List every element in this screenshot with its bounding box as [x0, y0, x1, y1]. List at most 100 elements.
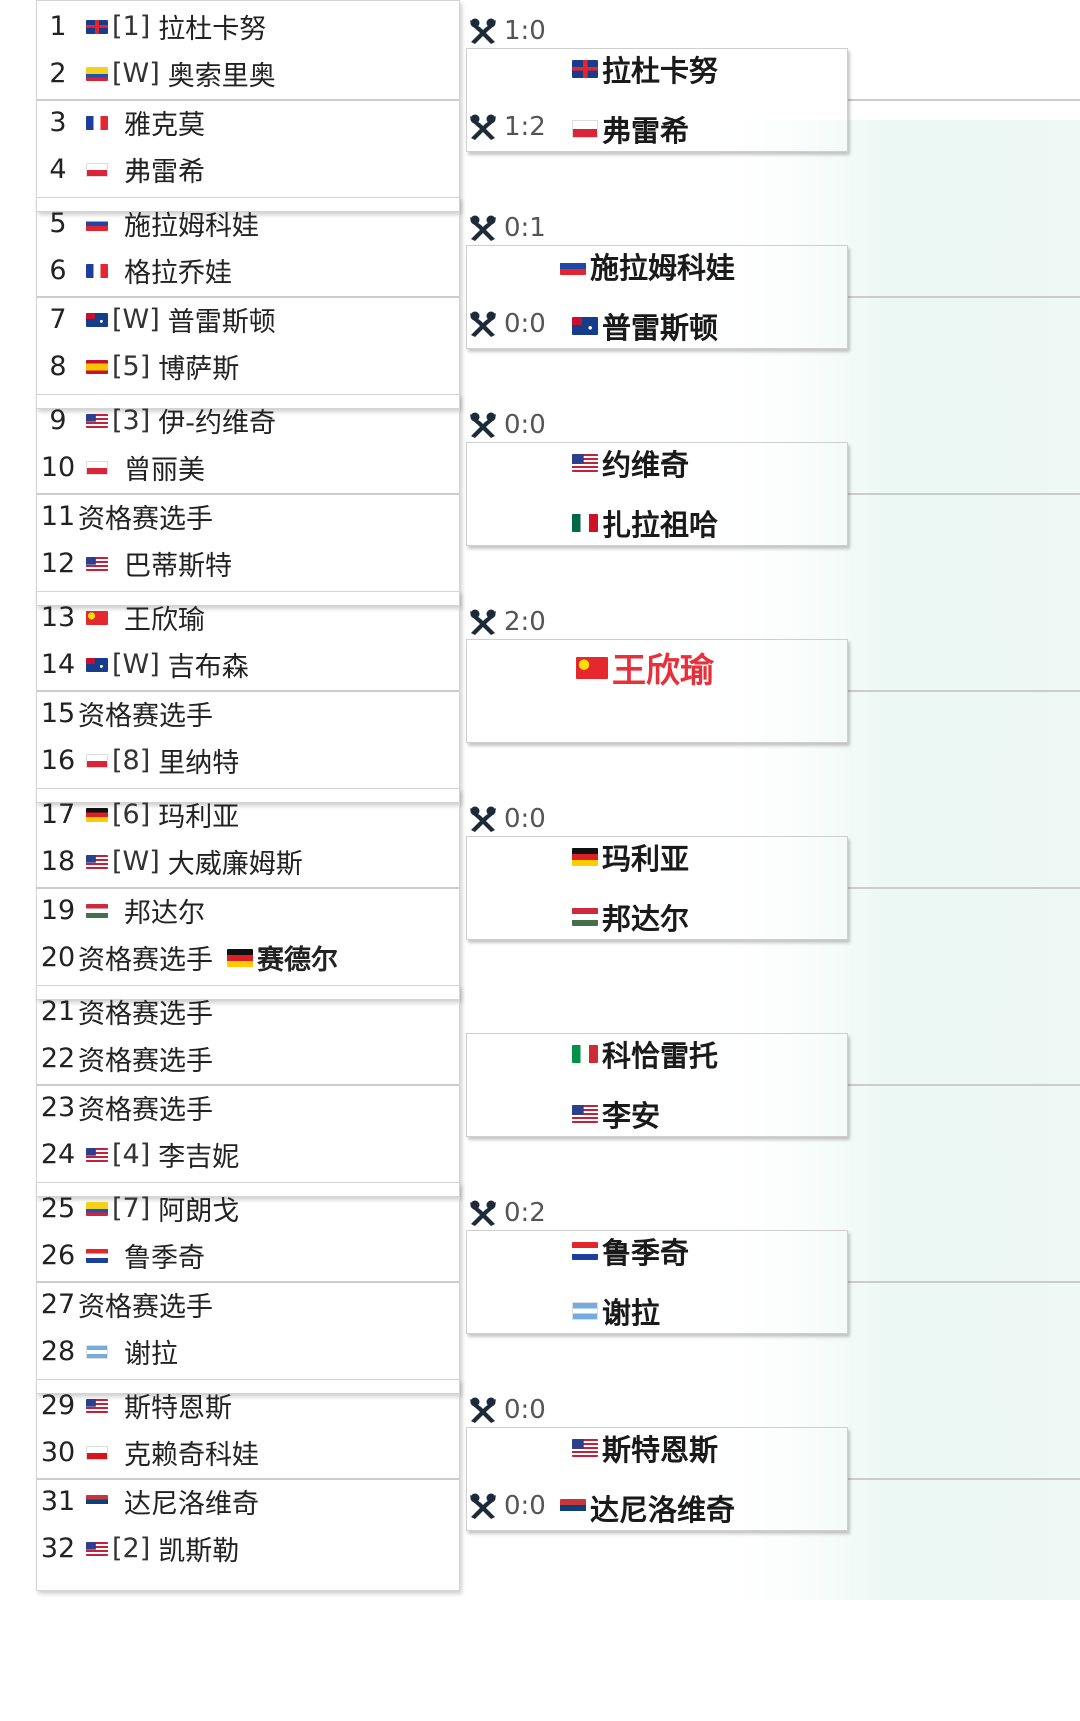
draw-position-number: 24 — [40, 1139, 76, 1170]
score-value: 1:0 — [504, 16, 546, 46]
round2-match-box — [466, 639, 848, 743]
usa-flag-icon — [572, 1439, 598, 1457]
match-score: 0:1 — [468, 213, 546, 243]
player-name: 达尼洛维奇 — [124, 1489, 259, 1520]
round2-player-name: 王欣瑜 — [612, 651, 714, 691]
player-name: 格拉乔娃 — [124, 258, 232, 289]
draw-position-number: 22 — [40, 1043, 76, 1074]
seed-label: [W] — [112, 846, 160, 877]
seed-label: [1] — [112, 11, 151, 42]
colombia-flag-icon — [86, 66, 108, 81]
germany-flag-icon — [227, 948, 253, 967]
player-name: 谢拉 — [124, 1339, 178, 1370]
player-name: 里纳特 — [158, 748, 240, 779]
argentina-flag-icon — [86, 1344, 108, 1359]
seed-label: [7] — [112, 1193, 151, 1224]
colombia-flag-icon — [86, 1201, 108, 1216]
germany-flag-icon — [86, 807, 108, 822]
player-row: 24[4]李吉妮 — [36, 1128, 460, 1181]
player-row: 13 王欣瑜 — [36, 591, 460, 644]
player-row: 14 [W]吉布森 — [36, 638, 460, 691]
round2-player: 施拉姆科娃 — [560, 245, 735, 287]
france-flag-icon — [86, 263, 108, 278]
poland-flag-icon — [86, 460, 108, 475]
draw-position-number: 14 — [40, 649, 76, 680]
hungary-flag-icon — [572, 908, 598, 926]
draw-position-number: 7 — [49, 304, 67, 335]
crossed-rackets-icon — [470, 1493, 496, 1519]
mexico-flag-icon — [572, 514, 598, 532]
draw-position-number: 11 — [40, 501, 76, 532]
crossed-rackets-icon — [470, 609, 496, 635]
player-name: 资格赛选手 — [78, 1095, 213, 1126]
slovakia-flag-icon — [86, 216, 108, 231]
hungary-flag-icon — [86, 903, 108, 918]
usa-flag-icon — [572, 454, 598, 472]
draw-position-number: 9 — [49, 405, 67, 436]
draw-section — [36, 394, 460, 606]
match-score: 2:0 — [468, 607, 546, 637]
serbia-flag-icon — [86, 1494, 108, 1509]
round2-player-name: 李安 — [602, 1099, 661, 1133]
draw-position-number: 23 — [40, 1092, 76, 1123]
round2-player: 李安 — [572, 1093, 660, 1135]
draw-position-number: 18 — [40, 846, 76, 877]
round2-player: 达尼洛维奇 — [560, 1487, 735, 1529]
draw-position-number: 30 — [40, 1437, 76, 1468]
draw-section — [36, 985, 460, 1197]
round2-player-name: 玛利亚 — [602, 842, 690, 876]
round2-player: 谢拉 — [572, 1290, 660, 1332]
seed-label: [6] — [112, 799, 151, 830]
draw-position-number: 12 — [40, 548, 76, 579]
seed-label: [5] — [112, 351, 151, 382]
round2-player-name: 弗雷希 — [602, 114, 690, 148]
draw-section — [36, 788, 460, 1000]
player-name: 雅克莫 — [124, 110, 205, 141]
round2-player: 约维奇 — [572, 442, 689, 484]
round2-player: 王欣瑜 — [576, 643, 714, 692]
match-score: 0:2 — [468, 1198, 546, 1228]
draw-position-number: 26 — [40, 1240, 76, 1271]
player-name: 资格赛选手 — [78, 999, 213, 1030]
player-row: 18[W]大威廉姆斯 — [36, 835, 460, 888]
score-value: 0:0 — [504, 1395, 546, 1425]
australia-flag-icon — [86, 312, 108, 327]
score-value: 0:0 — [504, 410, 546, 440]
draw-position-number: 31 — [40, 1486, 76, 1517]
player-name: 吉布森 — [167, 652, 249, 683]
uk-flag-icon — [572, 60, 598, 78]
match-score: 0:0 — [468, 804, 546, 834]
seed-label: [W] — [112, 649, 160, 680]
player-name: 资格赛选手 — [78, 1292, 213, 1323]
score-value: 1:2 — [504, 112, 546, 142]
round2-match-box — [466, 442, 848, 546]
player-name: 王欣瑜 — [124, 605, 205, 636]
draw-position-number: 4 — [49, 154, 67, 185]
usa-flag-icon — [572, 1105, 598, 1123]
round2-player: 邦达尔 — [572, 896, 689, 938]
match-score: 0:0 — [468, 309, 546, 339]
draw-position-number: 8 — [49, 351, 67, 382]
qualifier-result: 赛德尔 — [227, 938, 338, 977]
round2-player: 玛利亚 — [572, 836, 689, 878]
player-name: 玛利亚 — [158, 802, 240, 833]
uk-flag-icon — [86, 19, 108, 34]
seed-label: [2] — [112, 1533, 151, 1564]
player-row: 31 达尼洛维奇 — [36, 1475, 460, 1528]
usa-flag-icon — [86, 854, 108, 869]
draw-position-number: 6 — [49, 255, 67, 286]
draw-position-number: 13 — [40, 602, 76, 633]
player-row: 17[6]玛利亚 — [36, 788, 460, 841]
crossed-rackets-icon — [470, 215, 496, 241]
player-row: 9[3]伊-约维奇 — [36, 394, 460, 447]
draw-position-number: 20 — [40, 942, 76, 973]
draw-position-number: 1 — [49, 11, 67, 42]
